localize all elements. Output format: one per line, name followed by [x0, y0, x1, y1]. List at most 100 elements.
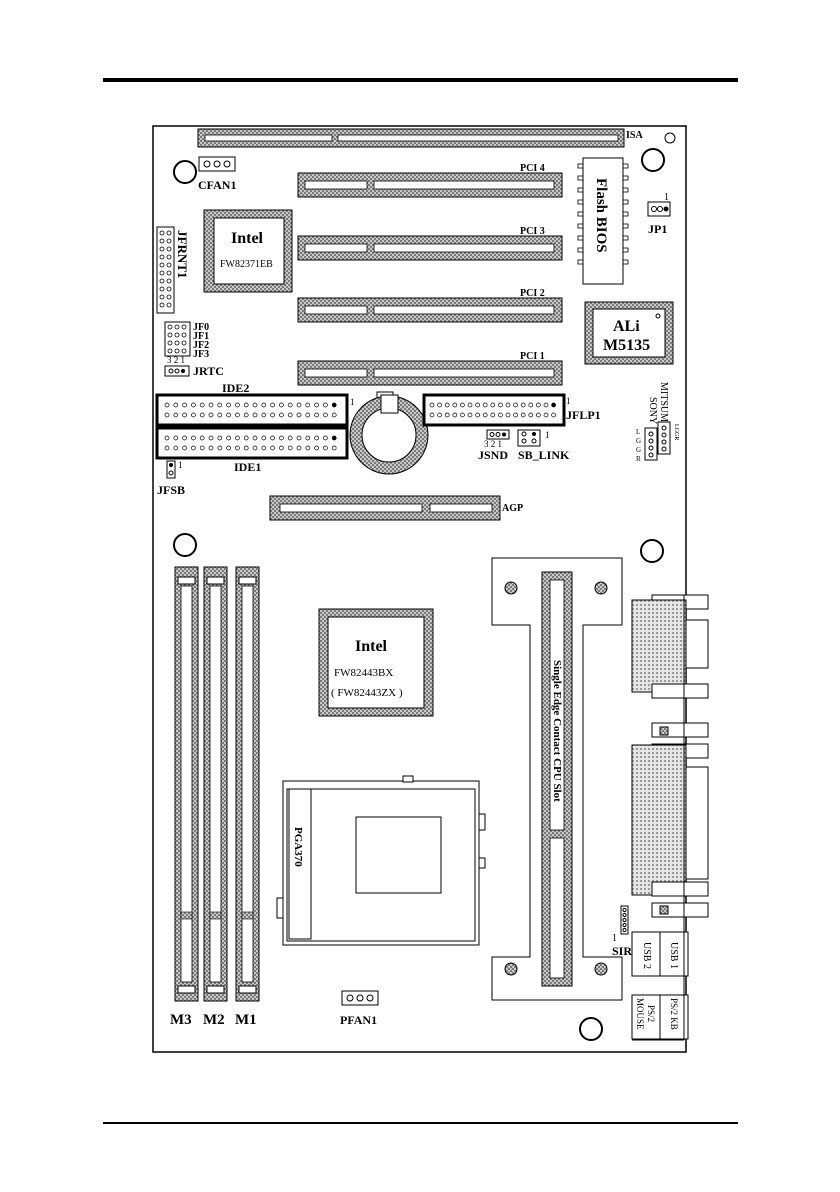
- header-pin: [270, 445, 275, 451]
- header-pin: [498, 412, 503, 418]
- header-pin: [279, 435, 284, 441]
- header-pin: [314, 435, 319, 441]
- parallel-port: [631, 722, 709, 918]
- header-pin: [217, 412, 223, 418]
- pci1-label: PCI 1: [520, 351, 545, 362]
- sir-header: 1 SIR: [612, 905, 632, 958]
- header-pin: [287, 412, 293, 418]
- header-pin: [279, 402, 284, 408]
- mounting-hole: [641, 148, 665, 172]
- ide2-label: IDE2: [222, 381, 249, 395]
- header-pin: [164, 402, 170, 408]
- header-pin: [279, 412, 284, 418]
- header-pin: [261, 402, 267, 408]
- lggr-g1: G: [636, 437, 641, 445]
- header-pin: [305, 445, 311, 451]
- header-pin: [261, 435, 267, 441]
- header-pin: [252, 412, 258, 418]
- sb-link-pin-label: 1: [545, 430, 550, 440]
- header-pin: [182, 412, 187, 418]
- header-pin: [520, 412, 526, 418]
- south-bridge-brand: Intel: [231, 230, 264, 247]
- ali-chip: ALi M5135: [584, 301, 674, 365]
- jfsb-label: JFSB: [157, 483, 185, 497]
- ps2-label: PS/2: [646, 1005, 656, 1022]
- header-pin: [323, 412, 328, 418]
- header-pin: [305, 412, 311, 418]
- pci3-slot: PCI 3: [297, 226, 563, 261]
- north-bridge-brand: Intel: [355, 638, 388, 655]
- agp-slot: AGP: [269, 495, 523, 521]
- ide1-connector: IDE1 1: [155, 426, 355, 474]
- pci4-slot: PCI 4: [297, 163, 563, 198]
- header-pin: [243, 445, 249, 451]
- pfan1-connector: PFAN1: [340, 990, 379, 1027]
- header-pin: [444, 412, 450, 418]
- header-pin: [164, 412, 170, 418]
- header-pin: [323, 435, 328, 441]
- header-pin: [305, 402, 311, 408]
- header-pin: [323, 402, 328, 408]
- header-pin: [536, 412, 541, 418]
- header-pin: [208, 435, 214, 441]
- header-pin: [252, 402, 258, 408]
- flash-bios-chip: Flash BIOS: [577, 157, 629, 285]
- header-pin: [475, 412, 480, 418]
- isa-slot: ISA: [197, 128, 643, 148]
- cfan1-label: CFAN1: [198, 178, 236, 192]
- memory-slots: M3 M2 M1: [170, 566, 260, 1028]
- header-pin: [305, 435, 311, 441]
- header-pin: [490, 412, 496, 418]
- header-pin: [208, 402, 214, 408]
- pci2-label: PCI 2: [520, 288, 545, 299]
- header-pin: [429, 412, 435, 418]
- jf0-label: JF0: [193, 322, 209, 333]
- small-hole: [664, 132, 676, 144]
- jrtc-jumper: 3 2 1 JRTC: [164, 355, 224, 378]
- ide2-connector: IDE2 1: [155, 381, 355, 427]
- mounting-hole: [173, 160, 197, 184]
- header-pin: [536, 402, 541, 408]
- jflp1-connector: 1 JFLP1: [422, 393, 601, 427]
- ide2-pin-label: 1: [350, 397, 355, 407]
- header-pin: [505, 402, 511, 408]
- ide1-pins: [164, 435, 337, 451]
- battery: [349, 391, 429, 475]
- pfan1-label: PFAN1: [340, 1013, 377, 1027]
- header-pin: [226, 402, 231, 408]
- header-pin: [498, 402, 503, 408]
- m3-label: M3: [170, 1012, 192, 1028]
- m1-label: M1: [235, 1012, 257, 1028]
- flash-bios-label: Flash BIOS: [593, 178, 609, 253]
- header-pin: [314, 412, 319, 418]
- dimm-slot-m3: [174, 566, 199, 1002]
- usb-ports: USB 2 USB 1: [631, 931, 689, 977]
- header-pin: [331, 435, 337, 441]
- north-bridge-alt: ( FW82443ZX ): [331, 687, 403, 699]
- mitsumi-connector: [657, 421, 671, 455]
- header-pin: [243, 412, 249, 418]
- pga370-label: PGA370: [292, 827, 304, 867]
- header-pin: [199, 412, 205, 418]
- header-pin: [182, 445, 187, 451]
- header-pin: [235, 445, 240, 451]
- header-pin: [173, 412, 179, 418]
- header-pin: [490, 402, 496, 408]
- north-bridge-chip: Intel FW82443BX ( FW82443ZX ): [318, 608, 434, 717]
- mouse-label: MOUSE: [635, 998, 645, 1030]
- jflp1-label: JFLP1: [566, 408, 601, 422]
- header-pin: [296, 412, 302, 418]
- jflp1-pins: [429, 402, 556, 418]
- agp-label: AGP: [502, 503, 523, 514]
- ide1-label: IDE1: [234, 460, 261, 474]
- jsnd-jumper: 3 2 1 JSND: [478, 429, 510, 462]
- sb-link-jumper: 1 SB_LINK: [517, 429, 570, 462]
- header-pin: [164, 445, 170, 451]
- header-pin: [528, 402, 534, 408]
- pci3-label: PCI 3: [520, 226, 545, 237]
- header-pin: [182, 435, 187, 441]
- m2-label: M2: [203, 1012, 225, 1028]
- mounting-holes: [173, 132, 676, 1041]
- header-pin: [191, 402, 196, 408]
- lggr-g2: G: [636, 446, 641, 454]
